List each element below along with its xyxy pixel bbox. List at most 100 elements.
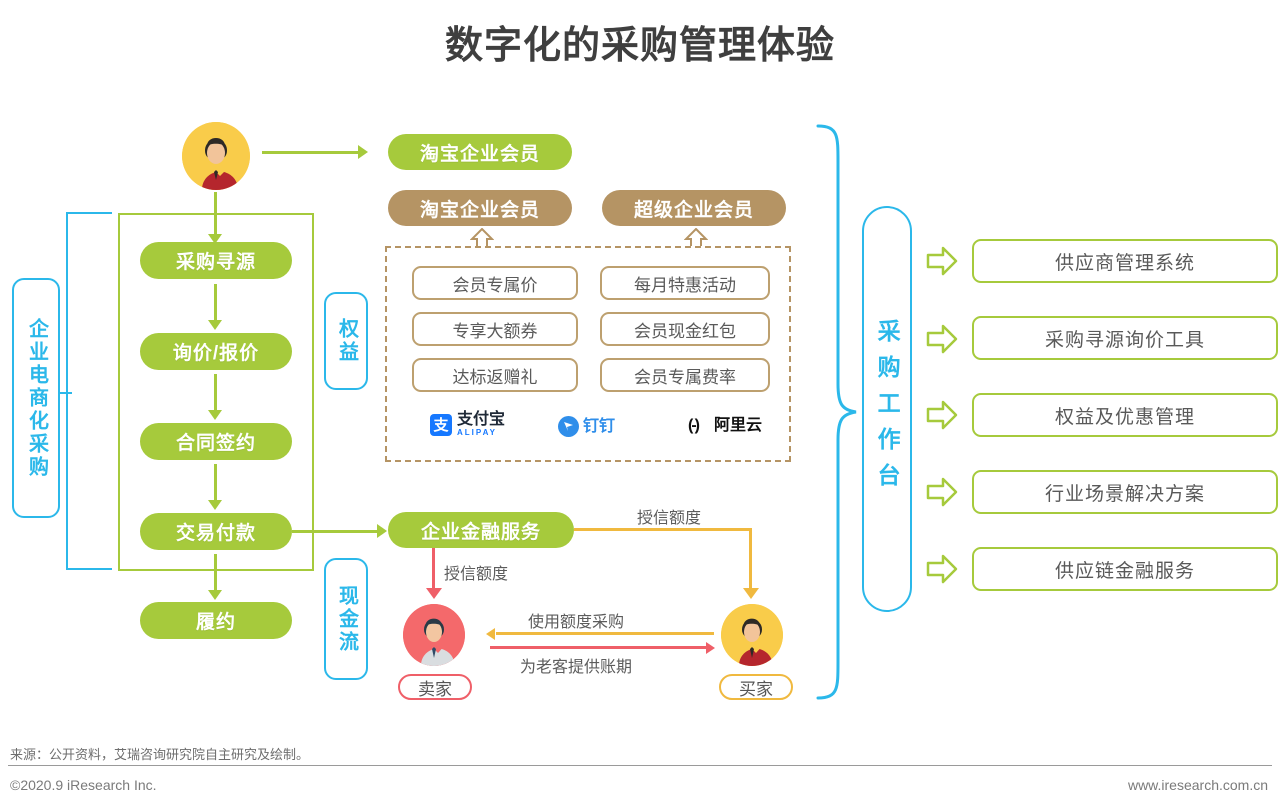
website-link[interactable]: www.iresearch.com.cn xyxy=(1127,777,1268,793)
benefit-left-0[interactable]: 会员专属价 xyxy=(412,266,578,300)
arrowhead-step1-step2 xyxy=(208,320,222,330)
pill-enterprise-finance-service-label: 企业金融服务 xyxy=(420,521,541,543)
pill-enterprise-finance-service[interactable]: 企业金融服务 xyxy=(388,512,574,548)
credit-line-to-buyer-vertical xyxy=(749,528,752,590)
seller-person-icon xyxy=(403,604,465,666)
workbench-item-0[interactable]: 供应商管理系统 xyxy=(972,239,1278,283)
buyer-name-badge: 买家 xyxy=(719,674,793,700)
benefit-right-0[interactable]: 每月特惠活动 xyxy=(600,266,770,300)
benefit-left-2-label: 达标返赠礼 xyxy=(452,367,538,387)
aliyun-mark-glyph: (-) xyxy=(688,417,700,434)
workbench-item-1-label: 采购寻源询价工具 xyxy=(1044,329,1205,351)
dingtalk-glyph xyxy=(564,422,573,431)
logo-alipay: 支 支付宝 ALIPAY xyxy=(430,412,505,437)
alipay-sublabel: ALIPAY xyxy=(457,428,498,437)
alipay-icon: 支 xyxy=(430,413,452,436)
workbench-item-3[interactable]: 行业场景解决方案 xyxy=(972,470,1278,514)
caption-credit-to-seller: 授信额度 xyxy=(444,566,509,583)
benefit-right-0-label: 每月特惠活动 xyxy=(634,275,736,295)
pill-taobao-enterprise-member[interactable]: 淘宝企业会员 xyxy=(388,190,572,226)
arrowhead-avatar-down xyxy=(208,234,222,244)
arrowhead-buyer-to-seller xyxy=(486,628,495,640)
page-title: 数字化的采购管理体验 xyxy=(444,25,835,67)
benefit-left-1[interactable]: 专享大额券 xyxy=(412,312,578,346)
buyer-name-label: 买家 xyxy=(739,679,773,699)
label-procurement-workbench: 采购工作台 xyxy=(862,206,912,612)
step-sourcing-label: 采购寻源 xyxy=(175,252,256,273)
step-sourcing[interactable]: 采购寻源 xyxy=(140,242,292,279)
pill-super-enterprise-member[interactable]: 超级企业会员 xyxy=(602,190,786,226)
benefit-right-1-label: 会员现金红包 xyxy=(634,321,736,341)
benefit-right-2[interactable]: 会员专属费率 xyxy=(600,358,770,392)
caption-use-credit-purchase: 使用额度采购 xyxy=(528,614,625,631)
arrowhead-avatar-to-member xyxy=(358,145,368,159)
arrow-step1-step2 xyxy=(214,284,217,324)
step-inquiry-quote-label: 询价/报价 xyxy=(172,343,260,364)
arrowhead-payment-to-finance xyxy=(377,524,387,538)
credit-line-to-seller xyxy=(432,548,435,590)
step-fulfillment-label: 履约 xyxy=(195,612,236,633)
step-inquiry-quote[interactable]: 询价/报价 xyxy=(140,333,292,370)
buyer-person-icon xyxy=(721,604,783,666)
arrowhead-step2-step3 xyxy=(208,410,222,420)
aliyun-icon: (-) xyxy=(676,416,710,436)
workbench-item-2-label: 权益及优惠管理 xyxy=(1054,406,1195,428)
benefit-right-1[interactable]: 会员现金红包 xyxy=(600,312,770,346)
pill-taobao-enterprise-member-label: 淘宝企业会员 xyxy=(419,199,540,221)
arrow-avatar-to-member xyxy=(262,151,360,154)
label-procurement-workbench-text: 采购工作台 xyxy=(874,319,901,499)
arrowhead-credit-to-seller xyxy=(426,588,442,599)
caption-provide-credit-term: 为老客提供账期 xyxy=(520,659,633,676)
benefit-right-2-label: 会员专属费率 xyxy=(634,367,736,387)
caption-credit-to-buyer: 授信额度 xyxy=(637,510,702,527)
label-enterprise-ecommerce-procurement: 企业电商化采购 xyxy=(12,278,60,518)
source-note: 来源：公开资料，艾瑞咨询研究院自主研究及绘制。 xyxy=(10,747,310,762)
pill-super-enterprise-member-label: 超级企业会员 xyxy=(633,199,754,221)
dingtalk-label: 钉钉 xyxy=(583,417,616,435)
logo-aliyun: (-) 阿里云 xyxy=(676,416,762,436)
credit-line-to-buyer-horizontal xyxy=(574,528,752,531)
step-transaction-payment[interactable]: 交易付款 xyxy=(140,513,292,550)
aliyun-label: 阿里云 xyxy=(714,417,763,434)
dingtalk-icon xyxy=(558,416,579,437)
alipay-mark: 支 xyxy=(433,417,449,434)
step-fulfillment[interactable]: 履约 xyxy=(140,602,292,639)
step-contract-signing-label: 合同签约 xyxy=(175,433,256,454)
arrowhead-seller-to-buyer xyxy=(706,642,715,654)
workbench-item-4[interactable]: 供应链金融服务 xyxy=(972,547,1278,591)
label-cashflow: 现金流 xyxy=(324,558,368,680)
arrow-step3-step4 xyxy=(214,464,217,504)
arrowhead-credit-to-buyer xyxy=(743,588,759,599)
label-cashflow-text: 现金流 xyxy=(335,584,358,654)
enterprise-user-avatar xyxy=(182,122,250,190)
label-benefits-text: 权益 xyxy=(335,318,358,364)
chevron-arrow-3-icon xyxy=(926,477,958,507)
arrowhead-step3-step4 xyxy=(208,500,222,510)
workbench-item-3-label: 行业场景解决方案 xyxy=(1044,483,1205,505)
chevron-arrow-0-icon xyxy=(926,246,958,276)
buyer-avatar xyxy=(721,604,783,666)
step-contract-signing[interactable]: 合同签约 xyxy=(140,423,292,460)
arrow-step4-step5 xyxy=(214,554,217,594)
workbench-item-2[interactable]: 权益及优惠管理 xyxy=(972,393,1278,437)
blue-bracket-left xyxy=(66,212,112,570)
arrow-step2-step3 xyxy=(214,374,217,414)
seller-name-badge: 卖家 xyxy=(398,674,472,700)
pill-taobao-enterprise-member-top[interactable]: 淘宝企业会员 xyxy=(388,134,572,170)
seller-name-label: 卖家 xyxy=(418,679,452,699)
logo-dingtalk: 钉钉 xyxy=(558,416,615,437)
arrowhead-step4-step5 xyxy=(208,590,222,600)
big-curly-brace xyxy=(816,124,857,700)
benefit-left-2[interactable]: 达标返赠礼 xyxy=(412,358,578,392)
chevron-arrow-2-icon xyxy=(926,400,958,430)
benefit-left-0-label: 会员专属价 xyxy=(452,275,538,295)
flow-line-buyer-to-seller xyxy=(496,632,714,635)
pill-taobao-enterprise-member-top-label: 淘宝企业会员 xyxy=(419,143,540,165)
copyright-text: ©2020.9 iResearch Inc. xyxy=(10,777,157,793)
label-benefits: 权益 xyxy=(324,292,368,390)
workbench-item-4-label: 供应链金融服务 xyxy=(1054,560,1195,582)
workbench-item-1[interactable]: 采购寻源询价工具 xyxy=(972,316,1278,360)
seller-avatar xyxy=(403,604,465,666)
benefit-left-1-label: 专享大额券 xyxy=(452,321,538,341)
